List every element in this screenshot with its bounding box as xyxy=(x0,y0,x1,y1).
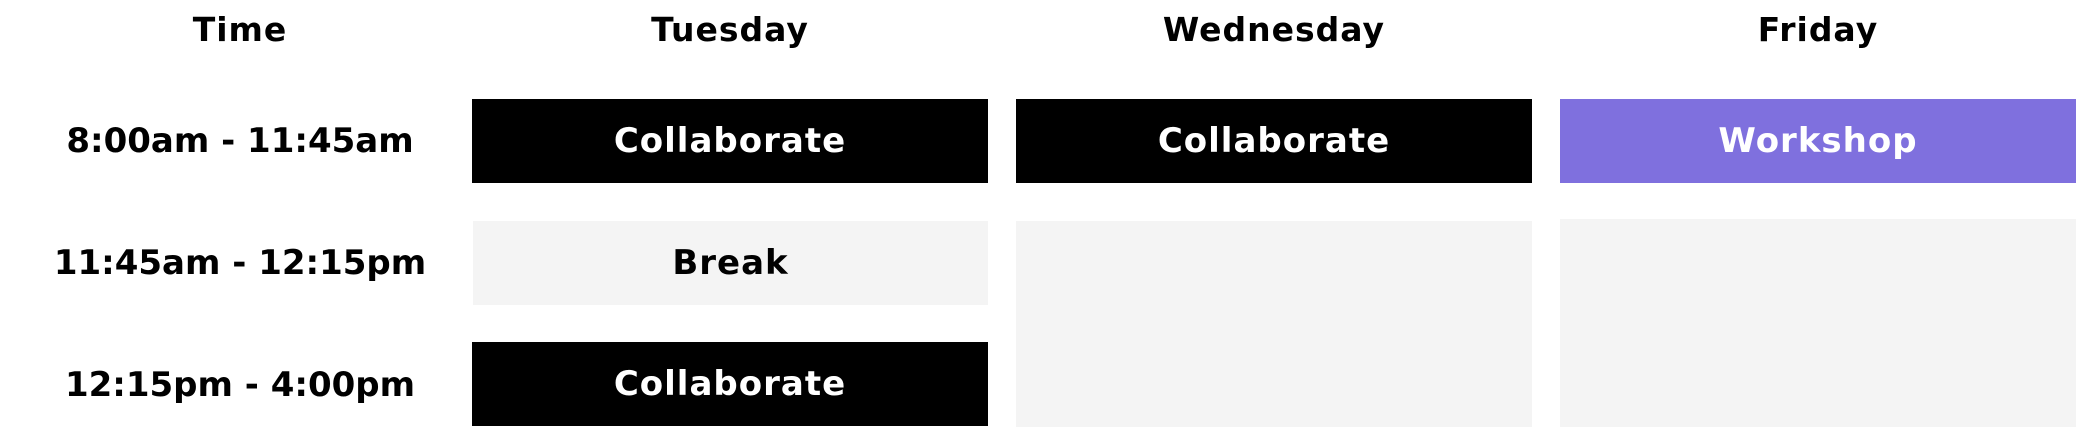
friday-session-1[interactable]: Workshop xyxy=(1560,99,2076,183)
header-wednesday: Wednesday xyxy=(1162,10,1386,49)
wednesday-empty-slot[interactable] xyxy=(1016,221,1532,427)
time-slot-2: 11:45am - 12:15pm xyxy=(53,243,427,283)
tuesday-session-1[interactable]: Collaborate xyxy=(472,99,988,183)
time-slot-1: 8:00am - 11:45am xyxy=(66,121,414,161)
header-time: Time xyxy=(192,10,288,49)
header-friday: Friday xyxy=(1757,10,1879,49)
tuesday-session-3[interactable]: Collaborate xyxy=(472,342,988,426)
header-tuesday: Tuesday xyxy=(651,10,809,49)
time-slot-3: 12:15pm - 4:00pm xyxy=(64,365,416,405)
friday-empty-slot[interactable] xyxy=(1560,219,2076,427)
wednesday-session-1[interactable]: Collaborate xyxy=(1016,99,1532,183)
tuesday-session-2[interactable]: Break xyxy=(473,221,988,305)
